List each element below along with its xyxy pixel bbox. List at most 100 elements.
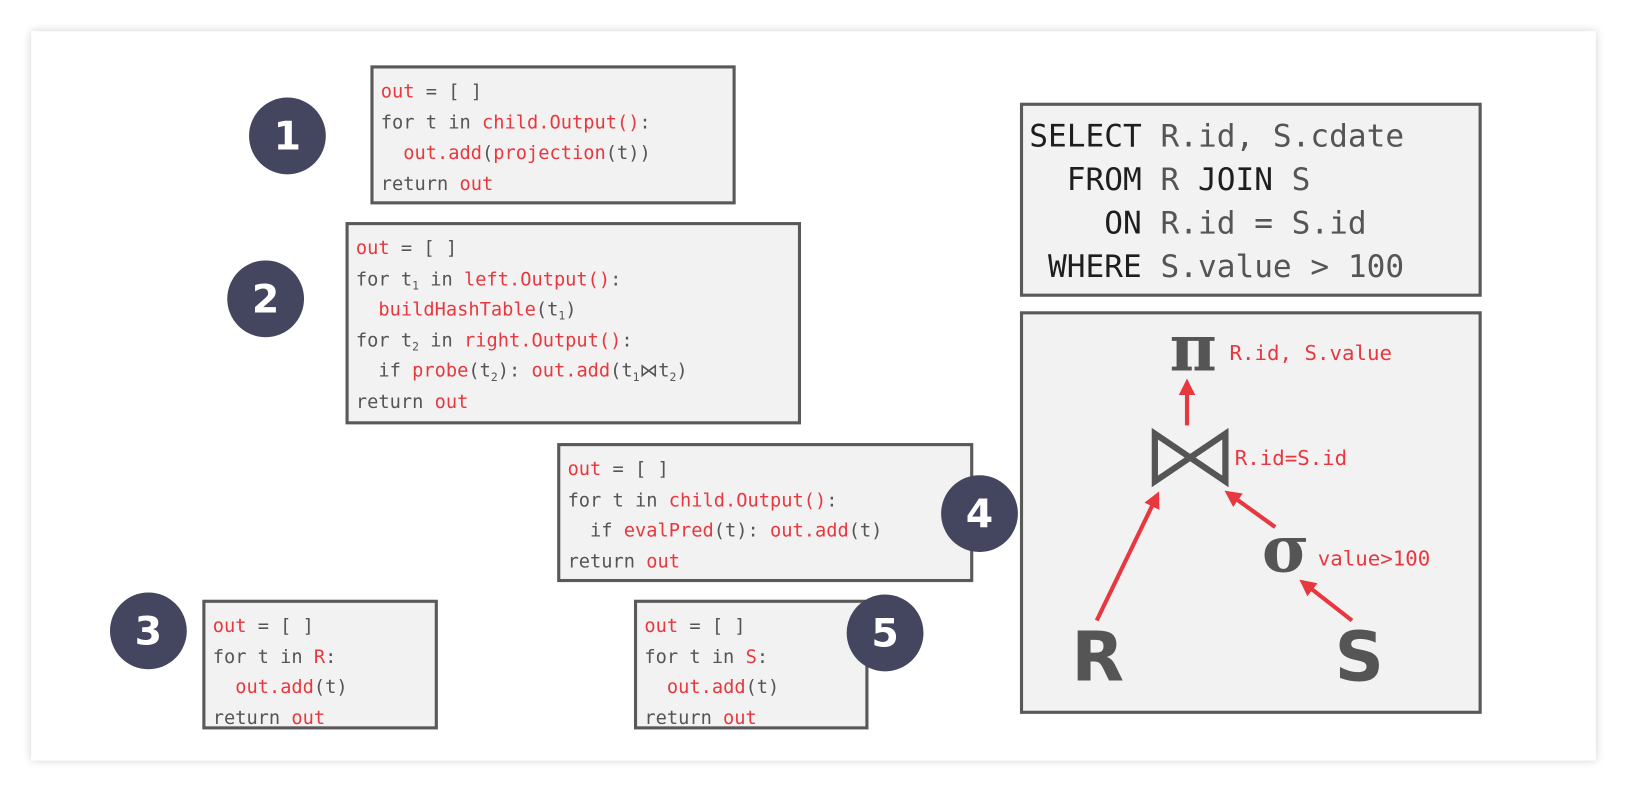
code-text: (t <box>468 360 491 382</box>
code-text: S.value > 100 <box>1141 249 1405 286</box>
code-line: for t in R: <box>213 642 435 673</box>
code-text: return <box>212 707 292 729</box>
code-highlight: out <box>291 707 326 729</box>
subscript: 2 <box>669 370 677 384</box>
code-text: in <box>418 329 464 352</box>
code-line: WHERE S.value > 100 <box>1029 246 1478 290</box>
code-text: (t) <box>313 676 348 699</box>
code-text: (t) <box>848 519 883 542</box>
code-line: buildHashTable(t1) <box>356 295 798 326</box>
code-text: : <box>756 645 769 668</box>
code-text: (t): <box>713 519 770 542</box>
code-line: return out <box>213 703 435 734</box>
code-highlight: out <box>434 390 469 413</box>
code-text: = [ ] <box>246 615 314 638</box>
code-text: for t in <box>212 645 314 668</box>
code-text: return <box>644 707 724 729</box>
code-line: return out <box>356 387 798 418</box>
code-highlight: out <box>646 550 681 573</box>
subscript: 1 <box>558 309 566 323</box>
sql-keyword: ON <box>1029 205 1142 242</box>
code-line: if probe(t2): out.add(t1⋈t2) <box>356 356 798 387</box>
code-text: : <box>621 329 633 352</box>
code-text <box>356 299 379 321</box>
code-highlight: out <box>355 237 390 260</box>
code-highlight: S <box>745 645 757 668</box>
code-text: in <box>418 268 464 291</box>
code-text <box>381 142 404 164</box>
subscript: 2 <box>412 339 419 354</box>
code-text: = [ ] <box>601 458 669 481</box>
code-highlight: left.Output() <box>463 268 611 291</box>
code-text: : <box>325 645 337 668</box>
code-line: if evalPred(t): out.add(t) <box>568 516 971 547</box>
code-text: S <box>1272 161 1311 199</box>
code-text: if <box>355 360 413 382</box>
code-line: return out <box>644 703 865 734</box>
code-text: : <box>639 111 651 134</box>
code-text: : <box>826 489 838 512</box>
step-badge-4: 4 <box>941 475 1018 553</box>
code-line: for t in S: <box>644 642 865 673</box>
code-text: R <box>1141 161 1198 199</box>
code-block-hash-join: out = [ ]for t1 in left.Output(): buildH… <box>345 222 802 425</box>
query-plan-tree <box>1019 311 1482 714</box>
code-highlight: out.add <box>235 676 314 699</box>
code-highlight: out <box>459 172 494 195</box>
sql-keyword: SELECT <box>1029 118 1142 155</box>
code-highlight: out.add <box>769 519 849 542</box>
code-text: for t <box>355 329 413 352</box>
code-text: ) <box>676 360 688 382</box>
code-line: out.add(t) <box>644 672 865 703</box>
code-text: return <box>355 390 435 413</box>
code-block-projection: out = [ ]for t in child.Output(): out.ad… <box>370 65 736 205</box>
code-highlight: out <box>723 707 757 729</box>
code-text: (t <box>535 298 559 321</box>
code-highlight: out <box>380 80 415 103</box>
sql-keyword: WHERE <box>1029 249 1142 286</box>
code-line: for t2 in right.Output(): <box>356 325 798 356</box>
code-highlight: buildHashTable <box>378 298 536 321</box>
code-line: out = [ ] <box>644 611 865 642</box>
code-text: ⋈t <box>639 360 670 382</box>
code-highlight: right.Output() <box>463 329 622 352</box>
step-badge-5: 5 <box>846 594 924 672</box>
code-text: return <box>567 550 647 573</box>
code-line: return out <box>568 546 971 577</box>
step-badge-1: 1 <box>249 97 326 175</box>
code-text: (t)) <box>605 142 651 164</box>
code-block-filter: out = [ ]for t in child.Output(): if eva… <box>557 443 974 583</box>
code-line: FROM R JOIN S <box>1029 159 1478 203</box>
code-text: R.id, S.cdate <box>1141 118 1405 155</box>
code-block-scan-r: out = [ ]for t in R: out.add(t)return ou… <box>202 599 438 730</box>
code-text: : <box>610 268 622 291</box>
sql-keyword: JOIN <box>1197 161 1273 199</box>
code-text: ( <box>482 142 494 164</box>
code-line: out = [ ] <box>213 611 435 642</box>
code-highlight: out <box>212 615 247 638</box>
code-highlight: child.Output() <box>668 489 827 512</box>
subscript: 1 <box>412 278 419 293</box>
code-text: ): <box>497 360 532 382</box>
code-line: out = [ ] <box>356 233 798 264</box>
code-text: return <box>380 172 460 195</box>
code-line: for t1 in left.Output(): <box>356 264 798 295</box>
code-highlight: out <box>567 458 602 481</box>
code-line: for t in child.Output(): <box>568 485 971 516</box>
code-text <box>213 677 236 699</box>
code-text: ) <box>565 298 577 321</box>
code-text: (t) <box>745 676 780 699</box>
code-text: = [ ] <box>414 80 483 103</box>
step-badge-2: 2 <box>227 260 305 338</box>
step-badge-3: 3 <box>109 592 187 670</box>
code-text: for t in <box>567 489 669 512</box>
code-highlight: R <box>313 645 326 668</box>
code-line: out = [ ] <box>381 77 733 108</box>
subscript: 2 <box>490 370 498 384</box>
code-line: return out <box>381 169 733 200</box>
sql-keyword: FROM <box>1029 161 1142 199</box>
code-highlight: projection <box>493 142 606 164</box>
code-text: for t in <box>380 111 483 134</box>
code-line: out = [ ] <box>568 454 971 485</box>
